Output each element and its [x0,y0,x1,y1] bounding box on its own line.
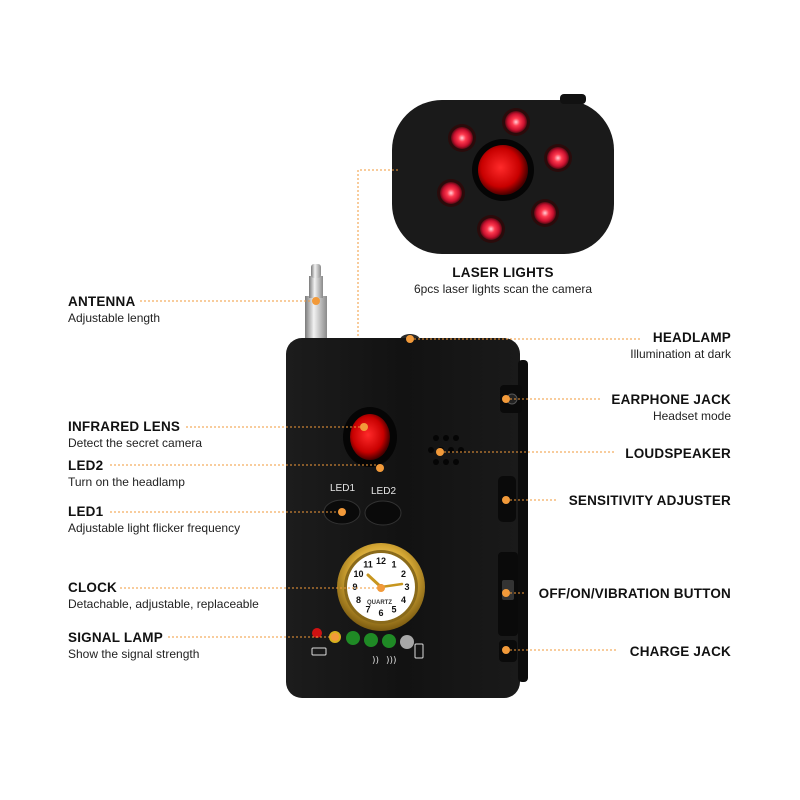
callout-led1: LED1 Adjustable light flicker frequency [68,504,240,535]
signal-icon: )) [372,656,379,666]
leader-dots [312,297,510,654]
clock-brand: QUARTZ [367,600,392,606]
antenna [303,264,329,344]
earphone-jack-title: EARPHONE JACK [611,392,731,407]
laser-light-icon [437,108,572,243]
headlamp-title: HEADLAMP [652,330,731,345]
clock-numeral: 9 [352,582,357,592]
infrared-lens-sub: Detect the secret camera [68,435,203,450]
clock-numeral: 3 [404,582,409,592]
led2-button[interactable] [364,500,402,526]
callout-signal-lamp: SIGNAL LAMP Show the signal strength [68,630,199,661]
headlamp-sub: Illumination at dark [630,346,731,361]
clock-numeral: 6 [378,608,383,618]
callout-infrared-lens: INFRARED LENS Detect the secret camera [68,419,202,450]
callout-antenna: ANTENNA Adjustable length [68,294,160,325]
earphone-jack-sub: Headset mode [652,408,731,423]
led1-label: LED1 [330,483,356,494]
charge-jack-title: CHARGE JACK [629,644,731,659]
callout-headlamp: HEADLAMP Illumination at dark [560,330,731,361]
laser-head [392,94,614,254]
clock-numeral: 4 [401,595,406,605]
laser-lights-title: LASER LIGHTS [452,265,554,280]
callout-sensitivity-adjuster: SENSITIVITY ADJUSTER [540,493,731,509]
infrared-lens-icon [350,414,390,460]
signal-lamp-sub: Show the signal strength [68,646,200,661]
laser-lights-sub: 6pcs laser lights scan the camera [413,281,593,296]
clock-numeral: 11 [363,560,373,570]
callout-onoff-button: OFF/ON/VIBRATION BUTTON [520,586,731,602]
callout-clock: CLOCK Detachable, adjustable, replaceabl… [68,580,259,611]
clock-numeral: 12 [376,556,386,566]
loudspeaker-title: LOUDSPEAKER [625,446,731,461]
callout-earphone-jack: EARPHONE JACK Headset mode [560,392,731,423]
leader-lines [110,169,640,651]
onoff-button-title: OFF/ON/VIBRATION BUTTON [538,586,731,601]
clock-numeral: 1 [391,560,396,570]
battery-icon [311,647,327,656]
center-lens-icon [478,145,528,195]
callout-led2: LED2 Turn on the headlamp [68,458,185,489]
clock-numeral: 7 [365,605,370,615]
clock-numeral: 5 [391,605,396,615]
led1-title: LED1 [68,504,104,519]
callout-laser-lights: LASER LIGHTS 6pcs laser lights scan the … [385,265,621,296]
clock-numeral: 8 [356,595,361,605]
callout-loudspeaker: LOUDSPEAKER [560,446,731,462]
signal-lamp-title: SIGNAL LAMP [68,630,163,645]
led1-sub: Adjustable light flicker frequency [68,520,241,535]
vibration-icon: ))) [386,656,397,666]
clock-sub: Detachable, adjustable, replaceable [68,596,259,611]
clock-numeral: 2 [401,569,406,579]
infrared-lens-title: INFRARED LENS [68,419,181,434]
antenna-sub: Adjustable length [68,310,161,325]
antenna-title: ANTENNA [68,294,136,309]
led2-sub: Turn on the headlamp [68,474,185,489]
clock-numeral: 10 [353,569,363,579]
clock-title: CLOCK [68,580,117,595]
sensitivity-adjuster-title: SENSITIVITY ADJUSTER [568,493,731,508]
led2-title: LED2 [68,458,104,473]
callout-charge-jack: CHARGE JACK [560,644,731,660]
led2-label: LED2 [371,486,397,497]
